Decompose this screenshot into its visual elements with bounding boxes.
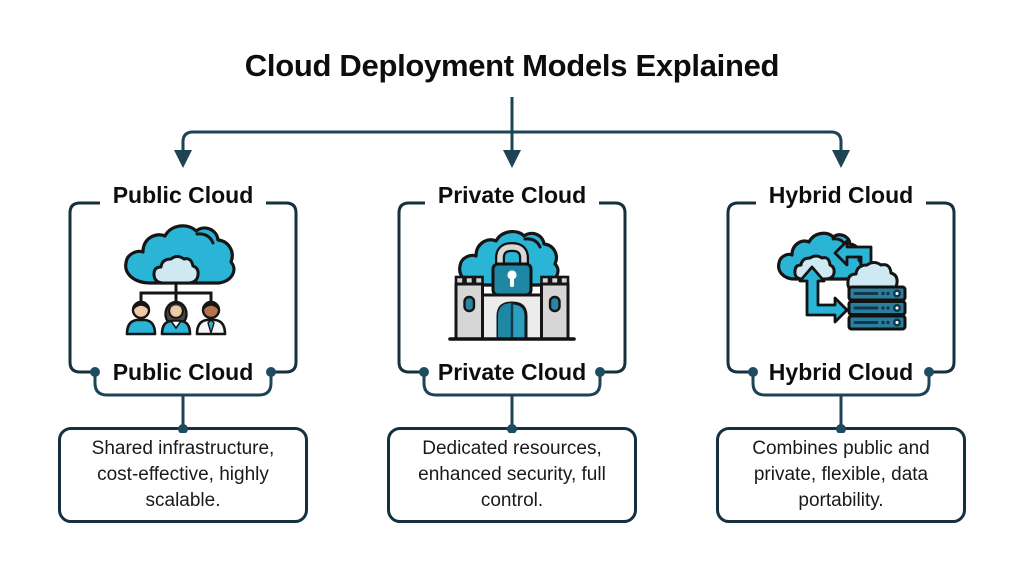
arrow-down-icon <box>503 150 521 168</box>
arrow-down-icon <box>174 150 192 168</box>
page-title: Cloud Deployment Models Explained <box>244 48 780 83</box>
public-cloud-section: Public Cloud <box>58 183 308 543</box>
public-cloud-description: Shared infrastructure, cost-effective, h… <box>58 427 308 523</box>
private-cloud-header: Private Cloud <box>387 183 637 208</box>
cloud-sync-server-icon <box>771 221 911 351</box>
hybrid-cloud-header: Hybrid Cloud <box>716 183 966 208</box>
arrow-down-icon <box>832 150 850 168</box>
cloud-lock-castle-icon <box>442 221 582 351</box>
branch-connector <box>174 97 850 168</box>
private-cloud-section: Private Cloud <box>387 183 637 543</box>
cloud-users-icon <box>113 221 253 351</box>
private-cloud-description: Dedicated resources, enhanced security, … <box>387 427 637 523</box>
public-cloud-label: Public Cloud <box>112 359 254 385</box>
private-cloud-label: Private Cloud <box>437 359 587 385</box>
hybrid-cloud-section: Hybrid Cloud <box>716 183 966 543</box>
hybrid-cloud-description: Combines public and private, flexible, d… <box>716 427 966 523</box>
hybrid-cloud-label: Hybrid Cloud <box>768 359 914 385</box>
public-cloud-header: Public Cloud <box>58 183 308 208</box>
